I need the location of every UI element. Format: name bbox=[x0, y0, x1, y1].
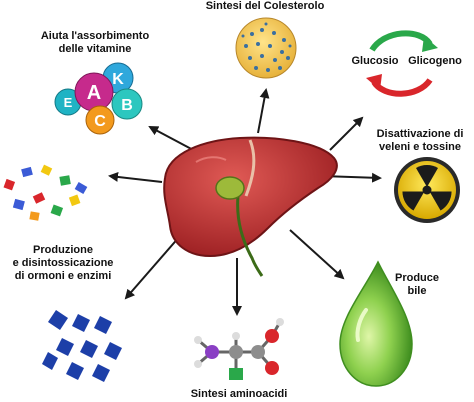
label-bile: Produce bile bbox=[392, 272, 442, 298]
label-hormones-line1: Produzione bbox=[33, 244, 93, 256]
arrow-to-glucose-cycle bbox=[329, 116, 364, 151]
arrow-to-hormones bbox=[108, 171, 163, 183]
bile-drop bbox=[339, 260, 413, 387]
vitamin-a-letter: A bbox=[87, 82, 101, 104]
enzyme-shapes bbox=[42, 310, 122, 382]
arrow-to-vitamins bbox=[148, 126, 198, 153]
label-bile-line1: Produce bbox=[394, 272, 439, 284]
label-toxins: Disattivazione di veleni e tossine bbox=[368, 128, 472, 154]
arrow-to-enzymes bbox=[124, 235, 181, 300]
label-glucose: Glucosio bbox=[351, 55, 399, 67]
label-cholesterol: Sintesi del Colesterolo bbox=[205, 0, 325, 12]
label-toxins-line1: Disattivazione di bbox=[376, 128, 464, 140]
label-toxins-line2: veleni e tossine bbox=[379, 141, 461, 153]
label-vitamins-line2: delle vitamine bbox=[58, 43, 132, 55]
label-glycogen: Glicogeno bbox=[408, 55, 462, 67]
glucose-glycogen-cycle bbox=[366, 30, 438, 97]
vitamin-e-letter: E bbox=[64, 95, 73, 110]
radiation-icon bbox=[394, 157, 460, 223]
vitamin-b-letter: B bbox=[121, 97, 133, 114]
label-hormones: Produzione e disintossicazione di ormoni… bbox=[0, 244, 126, 283]
label-hormones-line2: e disintossicazione bbox=[12, 257, 114, 269]
liver-illustration bbox=[163, 136, 338, 277]
hormone-shapes bbox=[3, 164, 88, 221]
label-hormones-line3: di ormoni e enzimi bbox=[14, 270, 112, 282]
arrow-to-cholesterol bbox=[257, 88, 270, 134]
label-aminoacids: Sintesi aminoacidi bbox=[190, 388, 288, 400]
amino-acid-molecule bbox=[194, 318, 284, 380]
arrow-to-bile bbox=[289, 229, 345, 280]
vitamin-b-sphere bbox=[111, 88, 143, 120]
label-vitamins-line1: Aiuta l'assorbimento bbox=[40, 30, 150, 42]
cholesterol-sphere bbox=[235, 17, 297, 79]
vitamin-k-letter: K bbox=[112, 71, 124, 88]
vitamin-c-letter: C bbox=[94, 113, 106, 130]
label-bile-line2: bile bbox=[407, 285, 427, 297]
cycle-arrow-green bbox=[369, 30, 433, 52]
label-vitamins: Aiuta l'assorbimento delle vitamine bbox=[20, 30, 170, 56]
gallbladder bbox=[215, 176, 245, 200]
vitamin-c-sphere bbox=[85, 105, 115, 135]
cycle-arrow-red bbox=[371, 78, 433, 97]
vitamin-spheres: E K A B C bbox=[54, 62, 143, 135]
